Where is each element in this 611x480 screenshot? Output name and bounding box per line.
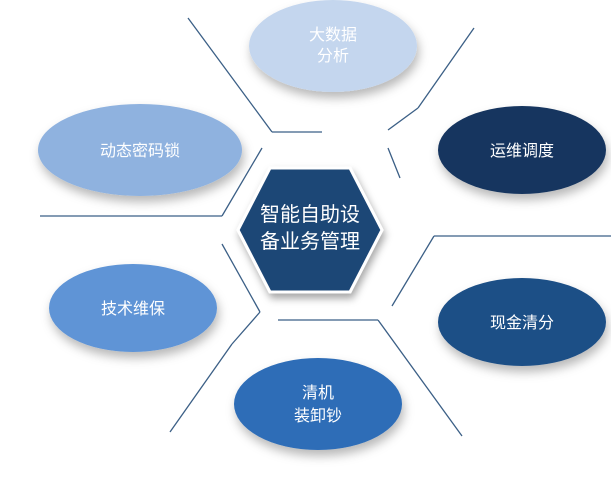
divider-right-lower [391,235,435,307]
node-cash-sorting[interactable]: 现金清分 [438,278,606,366]
node-dynamic-password-lock-shape [38,104,242,196]
node-operations-scheduling-label: 运维调度 [490,141,554,160]
node-clean-machine-label-line-1: 清机 [302,383,334,402]
service-nodes: 大数据 分析 动态密码锁 运维调度 技术维保 现金清分 清机 装卸钞 [38,0,606,450]
divider-lower-left-short [231,311,261,345]
node-operations-scheduling[interactable]: 运维调度 [438,106,606,194]
divider-left-upper [221,147,263,217]
node-cash-sorting-shape [438,278,606,366]
node-dynamic-password-lock-label: 动态密码锁 [100,141,180,160]
node-technical-maintenance-shape [49,264,217,352]
node-cash-sorting-label: 现金清分 [490,313,554,332]
center-title-line-2: 备业务管理 [260,229,360,253]
center-title-line-1: 智能自助设 [260,202,360,226]
node-big-data-analysis-label-line-1: 大数据 [309,25,357,44]
node-clean-machine-load-unload-cash[interactable]: 清机 装卸钞 [234,358,402,450]
node-technical-maintenance-label: 技术维保 [101,299,165,318]
node-clean-machine-label-line-2: 装卸钞 [294,406,342,425]
connector-lines [40,17,611,437]
center-hexagon: 智能自助设 备业务管理 [236,166,384,294]
center-hexagon-shape [236,166,384,294]
divider-upper-right-long [417,27,475,109]
node-operations-scheduling-shape [438,106,606,194]
node-clean-machine-load-unload-cash-shape [234,358,402,450]
divider-upper-left-long [187,17,273,133]
divider-lower-left-long [169,343,233,433]
divider-upper-right-short [387,107,419,131]
divider-left-lower [221,243,261,313]
divider-lower-right-long [377,319,463,437]
node-big-data-analysis[interactable]: 大数据 分析 [249,0,417,92]
node-big-data-analysis-shape [249,0,417,92]
divider-right-mid-short [387,147,401,179]
node-big-data-analysis-label-line-2: 分析 [317,46,349,65]
node-technical-maintenance[interactable]: 技术维保 [49,264,217,352]
node-dynamic-password-lock[interactable]: 动态密码锁 [38,104,242,196]
